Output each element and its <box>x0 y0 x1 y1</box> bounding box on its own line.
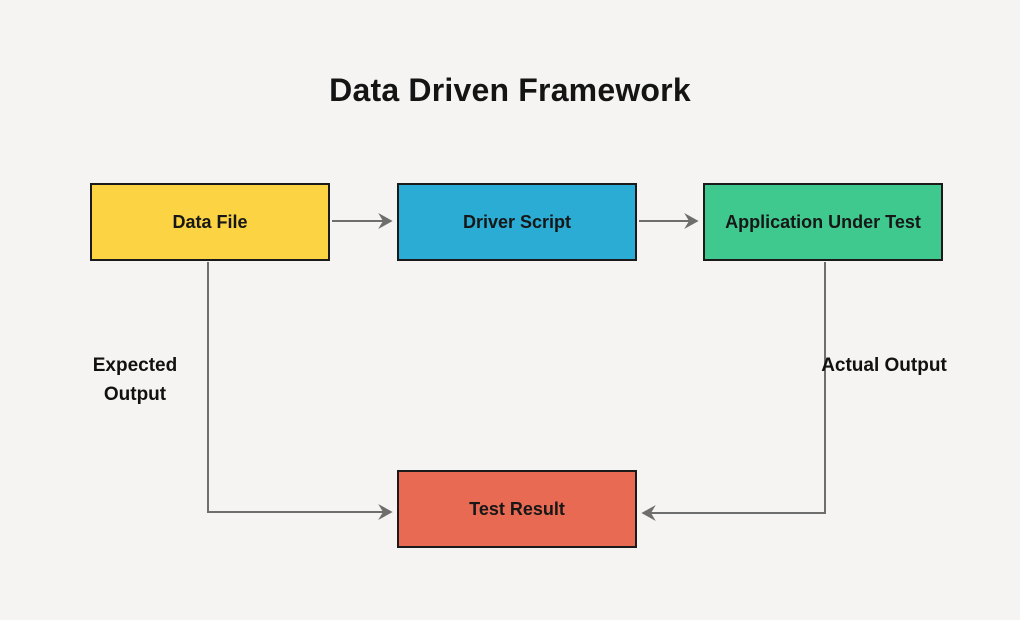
edge-label-expected-output: Expected Output <box>92 355 178 405</box>
node-data-file: Data File <box>90 183 330 261</box>
node-label: Test Result <box>469 498 565 519</box>
edge-label-actual-output: Actual Output <box>821 355 947 376</box>
node-driver-script: Driver Script <box>397 183 637 261</box>
node-label: Data File <box>172 211 248 232</box>
node-application-under-test: Application Under Test <box>703 183 943 261</box>
arrow-data-file-to-test-result <box>207 262 393 520</box>
diagram-title: Data Driven Framework <box>329 72 691 108</box>
node-label: Driver Script <box>462 211 572 232</box>
arrow-application-under-test-to-test-result <box>641 262 826 521</box>
node-label: Application Under Test <box>725 211 921 232</box>
node-test-result: Test Result <box>397 470 637 548</box>
